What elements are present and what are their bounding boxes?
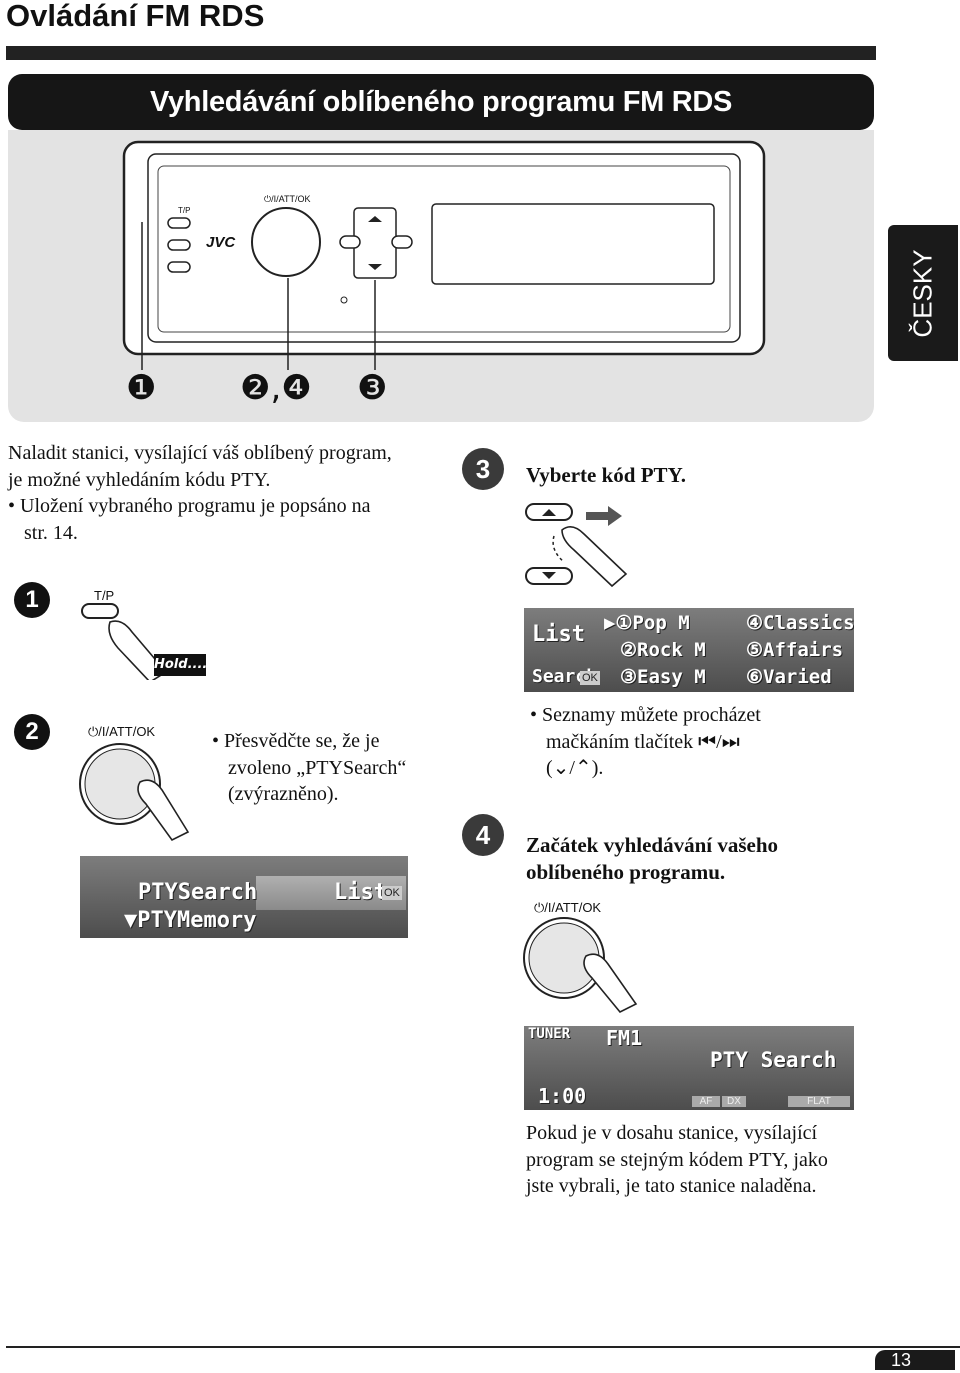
- lcd-pty-search: PTY Search: [710, 1048, 837, 1072]
- note-line: zvoleno „PTYSearch“: [228, 756, 407, 779]
- step-2-number: 2: [14, 714, 50, 750]
- power-button-label: ⏻/I/ATT/OK: [534, 900, 602, 915]
- section-banner: Vyhledávání oblíbeného programu FM RDS: [8, 74, 874, 130]
- pty-item: ▶①Pop M: [604, 612, 690, 634]
- lcd-list-label: List: [532, 622, 585, 647]
- heading-line: Začátek vyhledávání vašeho: [526, 833, 779, 857]
- hold-badge: Hold....: [154, 654, 207, 676]
- callout-2-4: ❷,❹: [240, 368, 312, 408]
- step-4-number: 4: [462, 814, 504, 856]
- lcd-ptymemory: ▼PTYMemory: [124, 908, 257, 933]
- note-line: mačkáním tlačítek ⏮/⏭: [546, 730, 740, 753]
- language-tab: ČESKY: [888, 225, 958, 361]
- step-2-note: • Přesvědčte se, že je zvoleno „PTYSearc…: [212, 728, 406, 808]
- diagram-power-label: ⏻/I/ATT/OK: [264, 194, 311, 204]
- power-knob-press-illustration: [523, 917, 638, 1014]
- intro-bullet: • Uložení vybraného programu je popsáno …: [8, 495, 371, 517]
- lcd-list: List: [334, 880, 387, 905]
- callout-3: ❸: [357, 368, 388, 408]
- step-3-heading: Vyberte kód PTY.: [526, 463, 687, 487]
- intro-line: je možné vyhledáním kódu PTY.: [8, 468, 271, 491]
- tp-button-label: T/P: [94, 588, 115, 603]
- step-3-note: • Seznamy můžete procházet mačkáním tlač…: [530, 702, 761, 782]
- intro-bullet-cont: str. 14.: [24, 521, 78, 544]
- pty-item: ④Classics: [746, 612, 855, 634]
- lcd-af-indicator: AF: [692, 1096, 720, 1107]
- page-number: 13: [875, 1350, 955, 1370]
- lcd-tuner-label: TUNER: [528, 1026, 571, 1042]
- callout-1: ❶: [126, 368, 157, 408]
- result-line: Pokud je v dosahu stanice, vysílající: [526, 1122, 818, 1144]
- note-line: • Seznamy můžete procházet: [530, 704, 761, 726]
- step-4-result: Pokud je v dosahu stanice, vysílající pr…: [526, 1120, 828, 1200]
- lcd-band: FM1: [606, 1026, 643, 1050]
- lcd-ok-badge: OK: [580, 671, 600, 685]
- note-line: • Přesvědčte se, že je: [212, 730, 380, 752]
- pty-item: ⑤Affairs: [746, 639, 844, 661]
- device-diagram-panel: T/P JVC ⏻/I/ATT/OK ❶ ❷,❹ ❸: [8, 130, 874, 422]
- language-label: ČESKY: [907, 248, 938, 338]
- lcd-highlight: [256, 876, 406, 910]
- step-3-number: 3: [462, 448, 504, 490]
- car-stereo-illustration: [122, 140, 766, 370]
- pty-item: ③Easy M: [620, 666, 706, 688]
- intro-text: Naladit stanici, vysílající váš oblíbený…: [8, 440, 392, 546]
- step-1-number: 1: [14, 582, 50, 618]
- heading-line: oblíbeného programu.: [526, 860, 726, 884]
- lcd-ptysearch: PTYSearch: [138, 880, 258, 905]
- lcd-pty-list: List Search OK ▶①Pop M ②Rock M ③Easy M ④…: [524, 608, 855, 692]
- lcd-clock: 1:00: [538, 1084, 587, 1108]
- pty-item: ⑥Varied: [746, 666, 832, 688]
- lcd-ok-badge: OK: [382, 886, 402, 900]
- note-line: (⌄/⌃).: [546, 757, 604, 779]
- power-knob-press-illustration: [79, 743, 190, 842]
- lcd-flat-indicator: FLAT: [788, 1096, 850, 1107]
- lcd-pty-menu: PTYSearch List OK ▼PTYMemory: [80, 856, 408, 938]
- tp-button-press-illustration: [81, 603, 168, 680]
- brand-logo: JVC: [206, 234, 236, 251]
- lcd-dx-indicator: DX: [722, 1096, 746, 1107]
- note-line: (zvýrazněno).: [228, 783, 339, 805]
- intro-line: Naladit stanici, vysílající váš oblíbený…: [8, 442, 392, 464]
- up-down-button-press-illustration: [525, 503, 628, 588]
- diagram-tp-label: T/P: [178, 206, 191, 215]
- power-button-label: ⏻/I/ATT/OK: [88, 724, 156, 739]
- result-line: jste vybrali, je tato stanice naladěna.: [526, 1175, 817, 1197]
- lcd-tuner-display: TUNER FM1 PTY Search 1:00 AF DX FLAT: [524, 1026, 854, 1110]
- page-title: Ovládání FM RDS: [6, 0, 265, 33]
- result-line: program se stejným kódem PTY, jako: [526, 1148, 828, 1171]
- footer-rule: [6, 1346, 960, 1348]
- pty-item: ②Rock M: [620, 639, 706, 661]
- header-rule: [6, 46, 876, 60]
- step-4-heading: Začátek vyhledávání vašeho oblíbeného pr…: [526, 832, 778, 886]
